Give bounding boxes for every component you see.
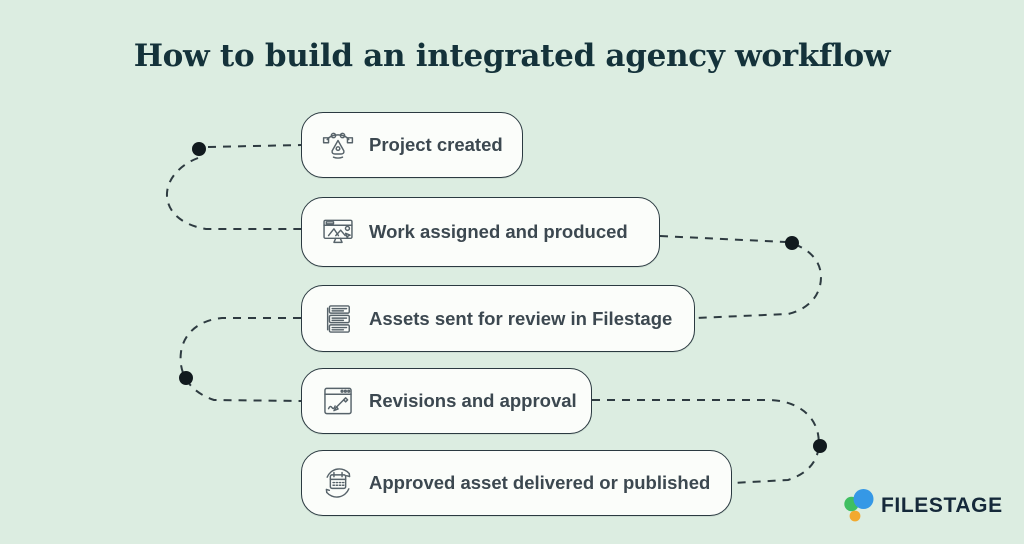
design-monitor-icon bbox=[323, 219, 353, 244]
asset-versions-icon bbox=[326, 304, 350, 333]
node-dot-2 bbox=[785, 236, 799, 250]
page-title: How to build an integrated agency workfl… bbox=[133, 38, 891, 74]
filestage-logo-mark bbox=[844, 489, 874, 522]
node-dot-4 bbox=[813, 439, 827, 453]
pen-tool-icon bbox=[322, 132, 354, 159]
filestage-logo-text: FILESTAGE bbox=[881, 494, 1003, 517]
connector-step4-to-step5 bbox=[592, 399, 820, 484]
step-label: Approved asset delivered or published bbox=[369, 472, 711, 493]
logo-dot-blue bbox=[853, 489, 874, 509]
step-label: Work assigned and produced bbox=[369, 221, 628, 242]
connector-dot1-to-step2 bbox=[165, 157, 301, 230]
logo-dot-yellow bbox=[849, 510, 861, 522]
revision-window-icon bbox=[324, 387, 352, 415]
connector-step3-to-step4 bbox=[179, 317, 302, 402]
connector-node-dots bbox=[179, 142, 827, 453]
step-label: Revisions and approval bbox=[369, 390, 577, 411]
step-card-project-created: Project created bbox=[301, 112, 523, 178]
node-dot-3 bbox=[179, 371, 193, 385]
calendar-sync-icon bbox=[325, 468, 351, 498]
step-card-assets-review: Assets sent for review in Filestage bbox=[301, 285, 695, 352]
step-card-approved-delivered: Approved asset delivered or published bbox=[301, 450, 732, 516]
step-label: Assets sent for review in Filestage bbox=[369, 307, 673, 329]
step-card-revisions-approval: Revisions and approval bbox=[301, 368, 592, 434]
connector-dot1-to-step1 bbox=[207, 144, 302, 148]
filestage-logo: FILESTAGE bbox=[836, 486, 1003, 526]
step-label: Project created bbox=[369, 134, 503, 155]
step-card-work-assigned: Work assigned and produced bbox=[301, 197, 660, 267]
node-dot-1 bbox=[192, 142, 206, 156]
